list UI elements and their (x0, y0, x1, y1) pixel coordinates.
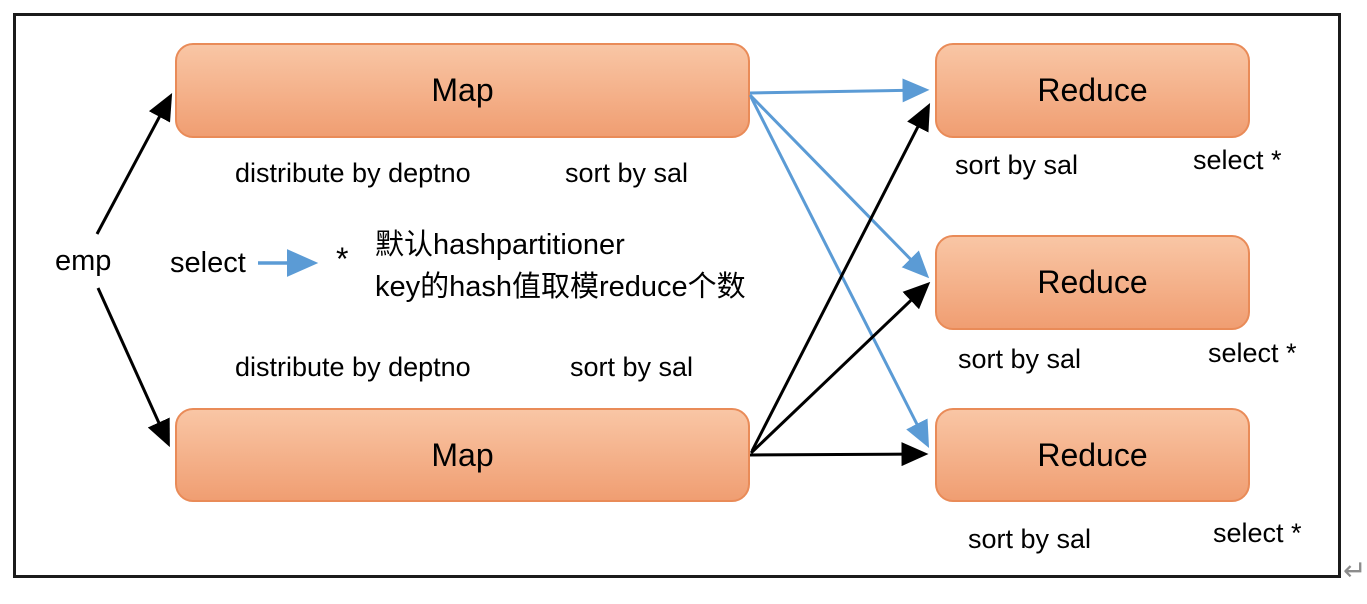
map1-distribute-caption: distribute by deptno (235, 158, 471, 188)
return-symbol: ↵ (1343, 555, 1367, 586)
reduce3-select-caption: select * (1213, 518, 1302, 548)
map2-sort-caption: sort by sal (570, 352, 694, 382)
reduce-node-1: Reduce (935, 43, 1250, 138)
reduce-node-3: Reduce (935, 408, 1250, 502)
hashpartitioner-annotation: 默认hashpartitioner key的hash值取模reduce个数 (375, 224, 746, 308)
map1-sort-caption: sort by sal (565, 158, 689, 188)
reduce2-sort-caption: sort by sal (958, 344, 1082, 374)
reduce1-select-caption: select * (1193, 145, 1282, 175)
star-label: * (336, 241, 349, 277)
map2-distribute-caption: distribute by deptno (235, 352, 471, 382)
reduce2-select-caption: select * (1208, 338, 1297, 368)
emp-source-label: emp (55, 245, 112, 277)
map-node-2: Map (175, 408, 750, 502)
reduce1-sort-caption: sort by sal (955, 150, 1079, 180)
annotation-line-2: key的hash值取模reduce个数 (375, 271, 746, 303)
annotation-line-1: 默认hashpartitioner (375, 229, 625, 261)
select-label: select (170, 247, 246, 279)
reduce3-sort-caption: sort by sal (968, 524, 1092, 554)
reduce-node-2: Reduce (935, 235, 1250, 330)
map-node-1: Map (175, 43, 750, 138)
